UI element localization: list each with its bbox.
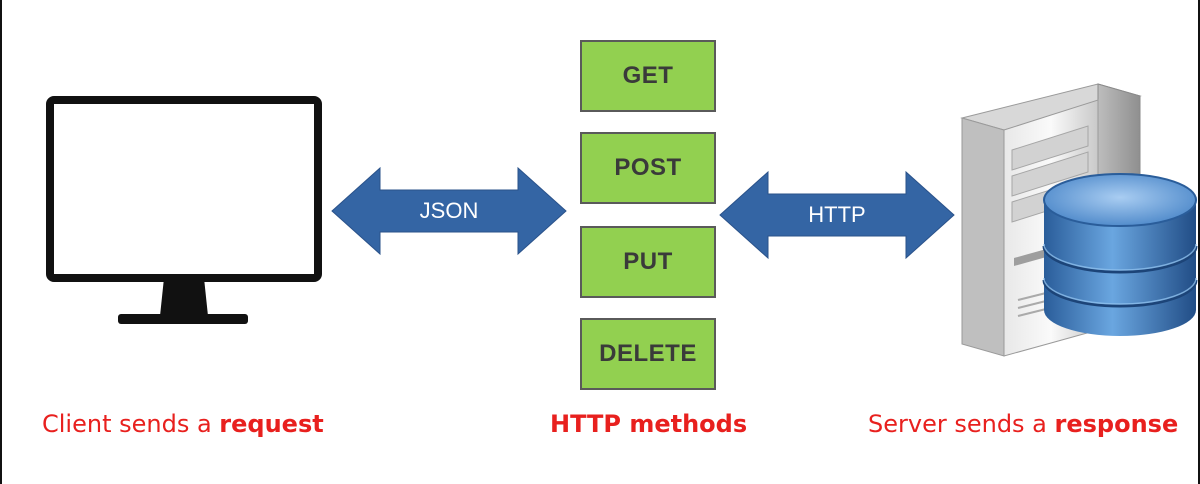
http-double-arrow [719, 170, 955, 260]
client-caption-text: Client sends a [42, 410, 220, 438]
left-border [0, 0, 2, 484]
methods-caption: HTTP methods [550, 410, 748, 438]
method-delete-label: DELETE [599, 340, 697, 367]
right-border [1198, 0, 1200, 484]
method-post-label: POST [614, 154, 682, 181]
method-get-label: GET [622, 62, 674, 89]
json-label: JSON [419, 198, 479, 223]
server-caption-text: Server sends a [868, 410, 1055, 438]
client-monitor-icon [46, 96, 322, 324]
method-put-label: PUT [623, 248, 673, 275]
server-caption: Server sends a response [868, 410, 1178, 438]
method-put-box: PUT [580, 226, 716, 298]
method-delete-box: DELETE [580, 318, 716, 390]
method-post-box: POST [580, 132, 716, 204]
server-caption-bold: response [1054, 410, 1179, 438]
database-icon [1042, 173, 1198, 336]
client-caption: Client sends a request [42, 410, 324, 438]
method-get-box: GET [580, 40, 716, 112]
client-caption-bold: request [219, 410, 324, 438]
http-label: HTTP [808, 202, 866, 227]
json-double-arrow [331, 166, 567, 256]
